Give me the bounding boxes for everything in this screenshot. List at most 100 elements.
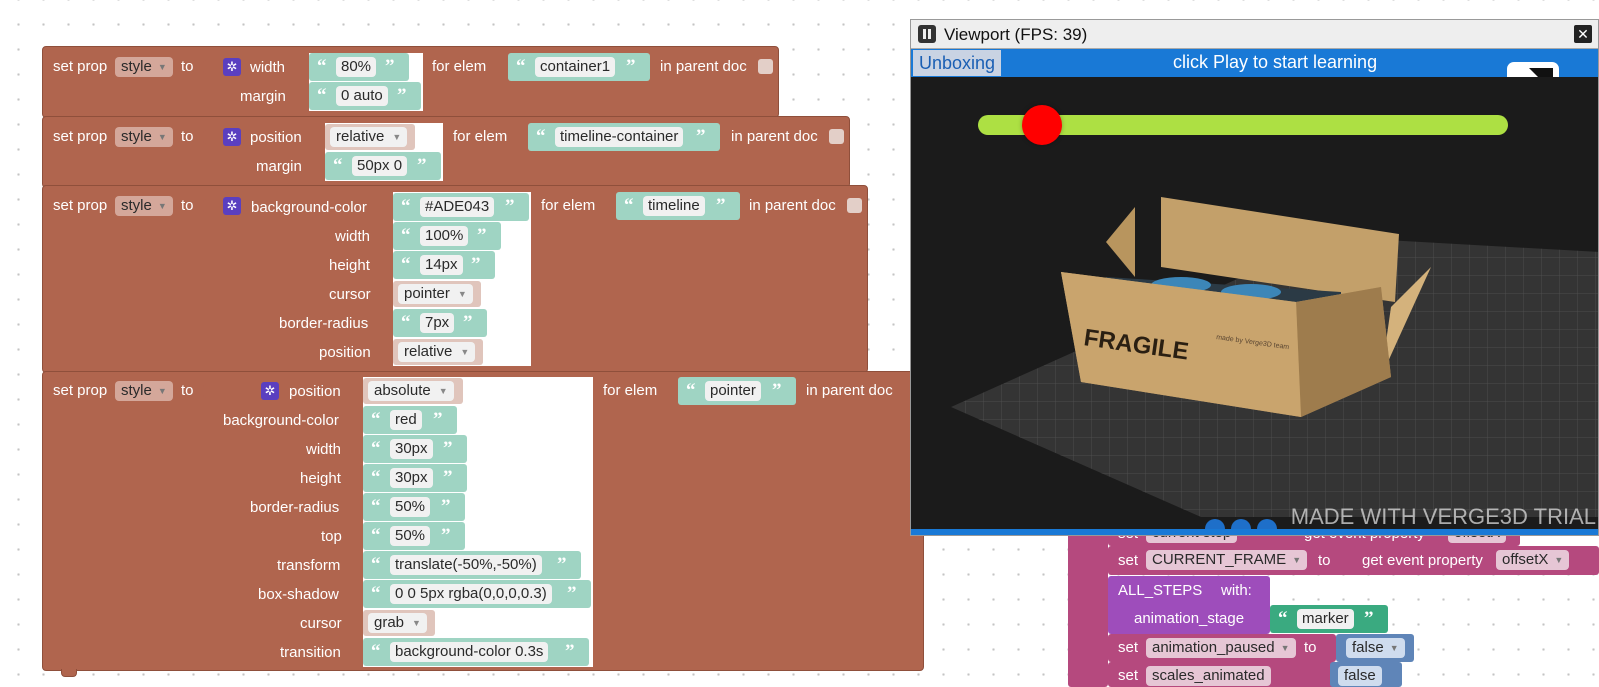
dropdown-value[interactable]: grab▼ bbox=[368, 613, 427, 633]
dropdown-block[interactable]: absolute▼ bbox=[363, 378, 463, 404]
call-all-steps-block[interactable]: ALL_STEPS with: animation_stage bbox=[1108, 576, 1270, 634]
dropdown-block[interactable]: relative▼ bbox=[393, 339, 483, 365]
close-icon[interactable]: ✕ bbox=[1574, 25, 1592, 43]
set-prop-label: set prop bbox=[53, 128, 108, 145]
to-label: to bbox=[181, 382, 194, 399]
string-value[interactable]: 50% bbox=[390, 497, 431, 517]
string-block[interactable]: “80%” bbox=[309, 53, 409, 81]
set-prop-block-pointer[interactable]: set prop style▼ to ✲ position background… bbox=[42, 371, 924, 677]
dropdown-block[interactable]: relative▼ bbox=[325, 124, 415, 150]
string-value[interactable]: 30px bbox=[390, 439, 433, 459]
dropdown-value[interactable]: absolute▼ bbox=[368, 381, 454, 401]
string-value[interactable]: 7px bbox=[420, 313, 455, 333]
string-value[interactable]: 80% bbox=[336, 57, 377, 77]
elem-value[interactable]: pointer bbox=[705, 381, 761, 401]
dropdown-value[interactable]: pointer▼ bbox=[398, 284, 473, 304]
gear-icon[interactable]: ✲ bbox=[223, 58, 241, 76]
dict-block[interactable] bbox=[213, 192, 393, 366]
string-block[interactable]: “container1” bbox=[508, 53, 650, 81]
prop-dropdown[interactable]: style▼ bbox=[115, 381, 173, 401]
set-prop-block-timeline[interactable]: set prop style▼ to ✲ background-color wi… bbox=[42, 185, 868, 373]
string-value[interactable]: red bbox=[390, 410, 422, 430]
prop-dropdown[interactable]: style▼ bbox=[115, 196, 173, 216]
pause-icon[interactable] bbox=[918, 25, 936, 43]
key-label: top bbox=[321, 528, 342, 545]
set-prop-block-container1[interactable]: set prop style▼ to ✲ width margin “80%” … bbox=[42, 46, 779, 118]
boolean-block[interactable]: false bbox=[1330, 662, 1402, 687]
3d-scene[interactable]: FRAGILE made by Verge3D team bbox=[911, 77, 1599, 536]
dropdown-value[interactable]: relative▼ bbox=[398, 342, 476, 362]
variable-dropdown[interactable]: animation_paused▼ bbox=[1146, 638, 1296, 658]
set-current-frame-block[interactable]: set CURRENT_FRAME▼ to get event property… bbox=[1108, 546, 1599, 575]
variable-dropdown[interactable]: scales_animated bbox=[1146, 666, 1271, 686]
string-block[interactable]: “#ADE043” bbox=[393, 193, 529, 221]
string-block[interactable]: “50%” bbox=[363, 522, 465, 550]
boolean-dropdown[interactable]: false bbox=[1338, 666, 1382, 686]
string-block[interactable]: “14px” bbox=[393, 251, 495, 279]
gear-icon[interactable]: ✲ bbox=[223, 197, 241, 215]
string-block[interactable]: “background-color 0.3s” bbox=[363, 638, 589, 666]
event-property-dropdown[interactable]: offsetX▼ bbox=[1496, 550, 1570, 570]
variable-dropdown[interactable]: CURRENT_FRAME▼ bbox=[1146, 550, 1308, 570]
string-block[interactable]: “timeline” bbox=[616, 192, 740, 220]
dropdown-block[interactable]: grab▼ bbox=[363, 610, 435, 636]
in-parent-doc-checkbox[interactable] bbox=[829, 129, 844, 144]
string-value[interactable]: 50% bbox=[390, 526, 431, 546]
string-block[interactable]: “0 0 5px rgba(0,0,0,0.3)” bbox=[363, 580, 591, 608]
tab-unboxing[interactable]: Unboxing bbox=[913, 50, 1002, 76]
timeline-pointer[interactable] bbox=[1021, 105, 1062, 145]
string-value[interactable]: 30px bbox=[390, 468, 433, 488]
set-animation-paused-block[interactable]: set animation_paused▼ to bbox=[1108, 634, 1336, 662]
boolean-block[interactable]: false▼ bbox=[1336, 634, 1414, 662]
string-block[interactable]: “50%” bbox=[363, 493, 465, 521]
string-block[interactable]: “0 auto” bbox=[309, 82, 421, 110]
string-block[interactable]: “7px” bbox=[393, 309, 487, 337]
set-prop-block-timeline-container[interactable]: set prop style▼ to ✲ position margin rel… bbox=[42, 116, 850, 188]
dict-block[interactable] bbox=[213, 377, 363, 667]
to-label: to bbox=[1304, 639, 1317, 656]
string-value[interactable]: 100% bbox=[420, 226, 469, 246]
gear-icon[interactable]: ✲ bbox=[223, 128, 241, 146]
key-label: transition bbox=[280, 644, 341, 661]
string-value[interactable]: #ADE043 bbox=[420, 197, 495, 217]
set-label: set bbox=[1118, 552, 1139, 569]
string-block[interactable]: “translate(-50%,-50%)” bbox=[363, 551, 581, 579]
elem-value[interactable]: container1 bbox=[535, 57, 616, 77]
string-block[interactable]: “marker” bbox=[1270, 605, 1388, 633]
string-block[interactable]: “100%” bbox=[393, 222, 501, 250]
in-parent-doc-checkbox[interactable] bbox=[847, 198, 862, 213]
string-value[interactable]: background-color 0.3s bbox=[390, 642, 549, 662]
string-value[interactable]: 50px 0 bbox=[352, 156, 408, 176]
string-value[interactable]: 0 auto bbox=[336, 86, 388, 106]
set-scales-animated-block[interactable]: set scales_animated bbox=[1108, 662, 1336, 687]
event-handler-block[interactable] bbox=[1068, 520, 1108, 687]
elem-value[interactable]: timeline-container bbox=[555, 127, 684, 147]
cardboard-box: FRAGILE made by Verge3D team bbox=[1061, 197, 1431, 417]
param-label: animation_stage bbox=[1134, 610, 1245, 627]
string-block[interactable]: “30px” bbox=[363, 464, 467, 492]
input-connector bbox=[203, 384, 209, 398]
gear-icon[interactable]: ✲ bbox=[261, 382, 279, 400]
viewport-titlebar[interactable]: Viewport (FPS: 39) ✕ bbox=[911, 20, 1598, 49]
prop-dropdown[interactable]: style▼ bbox=[115, 127, 173, 147]
string-block[interactable]: “red” bbox=[363, 406, 457, 434]
string-block[interactable]: “50px 0” bbox=[325, 152, 441, 180]
string-block[interactable]: “pointer” bbox=[678, 377, 796, 405]
string-value[interactable]: 0 0 5px rgba(0,0,0,0.3) bbox=[390, 584, 552, 604]
string-value[interactable]: marker bbox=[1297, 609, 1354, 629]
boolean-dropdown[interactable]: false▼ bbox=[1346, 638, 1405, 658]
prop-dropdown-value: style bbox=[121, 382, 152, 399]
dropdown-value[interactable]: relative▼ bbox=[330, 127, 408, 147]
set-prop-label: set prop bbox=[53, 197, 108, 214]
timeline[interactable] bbox=[978, 115, 1508, 135]
string-value[interactable]: translate(-50%,-50%) bbox=[390, 555, 542, 575]
to-label: to bbox=[1318, 552, 1331, 569]
in-parent-doc-checkbox[interactable] bbox=[758, 59, 773, 74]
string-block[interactable]: “timeline-container” bbox=[528, 123, 720, 151]
elem-value[interactable]: timeline bbox=[643, 196, 705, 216]
prop-dropdown[interactable]: style▼ bbox=[115, 57, 173, 77]
dropdown-block[interactable]: pointer▼ bbox=[393, 281, 481, 307]
string-block[interactable]: “30px” bbox=[363, 435, 467, 463]
string-value[interactable]: 14px bbox=[420, 255, 463, 275]
viewport-window[interactable]: Viewport (FPS: 39) ✕ Unboxing click Play… bbox=[910, 19, 1599, 536]
